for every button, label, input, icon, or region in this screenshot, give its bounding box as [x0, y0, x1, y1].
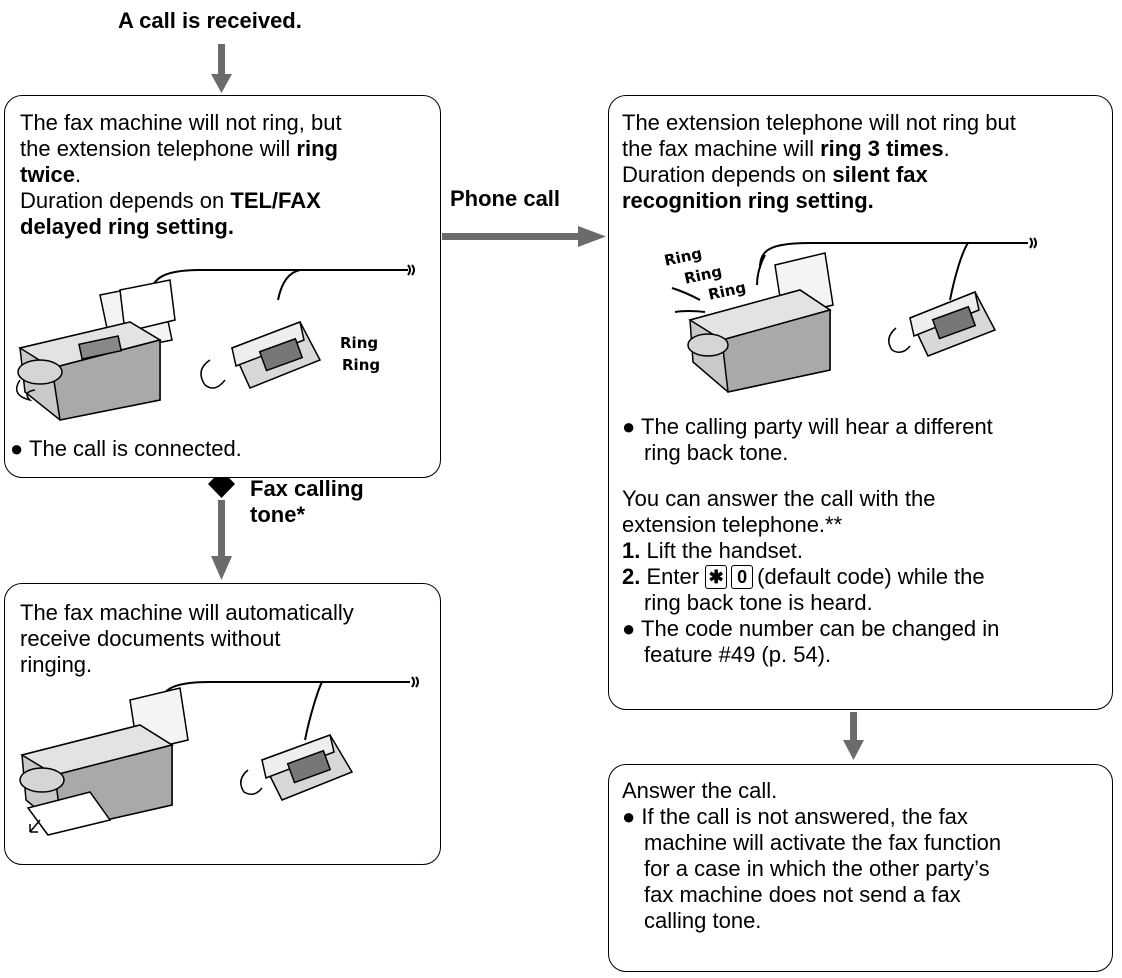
arrow-shaft-start — [218, 44, 225, 80]
right-bullet2-cont: feature #49 (p. 54). — [644, 642, 832, 667]
right-box-line1: The extension telephone will not ring bu… — [622, 110, 1016, 135]
answer-box — [608, 764, 1113, 972]
ring-label-1: Ring — [340, 334, 379, 352]
extension-box — [608, 95, 1113, 710]
step-2: 2. Enter ✱0(default code) while the — [622, 564, 985, 589]
right-bullet2: ● The code number can be changed in — [622, 616, 1000, 641]
left-box-line1: The fax machine will not ring, but — [20, 110, 342, 135]
start-label: A call is received. — [118, 8, 302, 33]
arrow-shaft-answer — [850, 712, 857, 742]
answer-b5: calling tone. — [644, 908, 762, 933]
answer-b4: fax machine does not send a fax — [644, 882, 961, 907]
left-box-line3: twice. — [20, 162, 82, 187]
answer-b2: machine will activate the fax function — [644, 830, 1002, 855]
arrow-shaft-phone-call — [442, 233, 582, 240]
fax-tone-label-2: tone* — [250, 502, 305, 527]
left-box-line2: the extension telephone will ring — [20, 136, 338, 161]
arrow-shaft-fax-tone — [218, 500, 225, 558]
fax-tone-label-1: Fax calling — [250, 476, 364, 501]
right-box-line2: the fax machine will ring 3 times. — [622, 136, 950, 161]
ring-label-2: Ring — [342, 356, 381, 374]
right-box-line4: recognition ring setting. — [622, 188, 874, 213]
right-box-line3: Duration depends on silent fax — [622, 162, 928, 187]
right-para2: extension telephone.** — [622, 512, 843, 537]
left-box-line4: Duration depends on TEL/FAX — [20, 188, 321, 213]
arrow-head-fax-tone — [211, 556, 232, 580]
right-bullet1: ● The calling party will hear a differen… — [622, 414, 993, 439]
answer-line1: Answer the call. — [622, 778, 778, 803]
zero-key-icon: 0 — [731, 565, 754, 589]
arrow-head-start — [211, 74, 232, 93]
phone-call-label: Phone call — [450, 186, 561, 211]
fax-box-line3: ringing. — [20, 652, 93, 677]
star-key-icon: ✱ — [705, 565, 728, 589]
answer-bullet: ● If the call is not answered, the fax — [622, 804, 968, 829]
fax-box-line2: receive documents without — [20, 626, 281, 651]
step-2-cont: ring back tone is heard. — [644, 590, 873, 615]
left-box-line5: delayed ring setting. — [20, 214, 234, 239]
answer-b3: for a case in which the other party’s — [644, 856, 990, 881]
arrow-head-answer — [843, 740, 864, 760]
right-bullet1-cont: ring back tone. — [644, 440, 789, 465]
fax-box-line1: The fax machine will automatically — [20, 600, 354, 625]
left-box-bullet: ● The call is connected. — [10, 436, 242, 461]
right-para1: You can answer the call with the — [622, 486, 936, 511]
arrow-head-phone-call — [578, 226, 606, 247]
step-1: 1. Lift the handset. — [622, 538, 804, 563]
